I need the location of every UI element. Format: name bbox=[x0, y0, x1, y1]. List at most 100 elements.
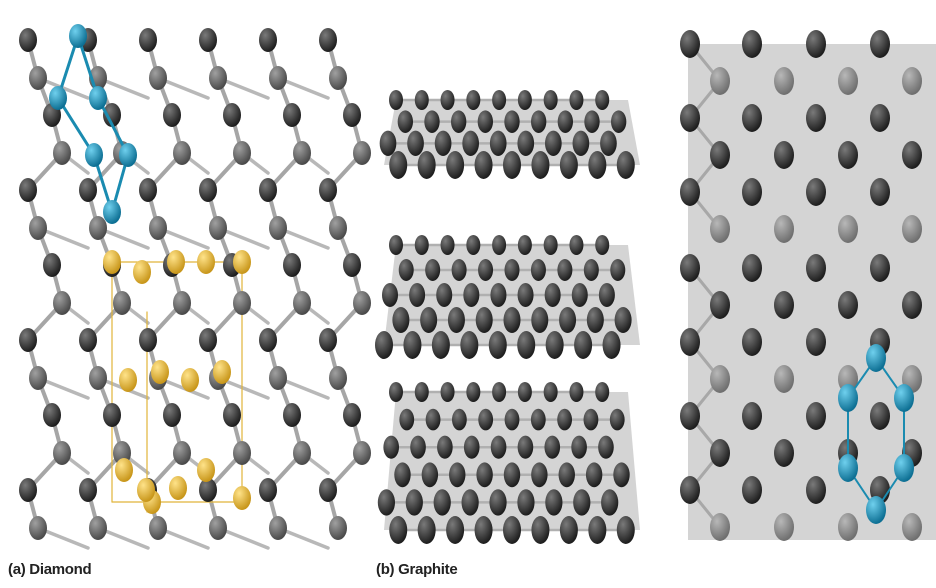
carbon-atom bbox=[595, 90, 610, 110]
carbon-atom bbox=[29, 366, 47, 390]
carbon-atom bbox=[397, 110, 414, 133]
carbon-atom bbox=[29, 216, 47, 240]
carbon-atom bbox=[680, 254, 700, 282]
carbon-atom bbox=[571, 283, 588, 307]
carbon-atom bbox=[490, 435, 507, 459]
carbon-atom bbox=[588, 151, 607, 179]
carbon-atom bbox=[557, 259, 573, 281]
carbon-atom bbox=[609, 408, 625, 431]
carbon-atom bbox=[545, 331, 564, 359]
carbon-atom bbox=[806, 328, 826, 356]
carbon-atom bbox=[223, 103, 241, 127]
carbon-atom bbox=[806, 254, 826, 282]
carbon-atom bbox=[742, 30, 762, 58]
carbon-atom bbox=[69, 24, 87, 48]
carbon-atom bbox=[466, 235, 481, 255]
carbon-atom bbox=[866, 496, 886, 524]
carbon-atom bbox=[199, 328, 217, 352]
carbon-atom bbox=[392, 307, 410, 333]
carbon-atom bbox=[173, 441, 191, 465]
carbon-atom bbox=[574, 331, 593, 359]
carbon-atom bbox=[103, 403, 121, 427]
diamond-structure bbox=[19, 24, 371, 550]
carbon-atom bbox=[399, 408, 415, 431]
carbon-atom bbox=[478, 259, 494, 281]
carbon-atom bbox=[584, 110, 600, 133]
carbon-atom bbox=[19, 178, 37, 202]
carbon-atom bbox=[223, 403, 241, 427]
carbon-atom bbox=[585, 462, 603, 488]
carbon-atom bbox=[503, 462, 521, 488]
carbon-atom bbox=[616, 151, 635, 179]
carbon-atom bbox=[680, 178, 700, 206]
carbon-atom bbox=[293, 291, 311, 315]
carbon-atom bbox=[595, 382, 610, 402]
carbon-atom bbox=[353, 291, 371, 315]
carbon-atom bbox=[710, 67, 730, 95]
carbon-atom bbox=[504, 259, 520, 281]
carbon-atom bbox=[838, 67, 858, 95]
carbon-atom bbox=[680, 30, 700, 58]
carbon-atom bbox=[531, 462, 548, 488]
carbon-atom bbox=[451, 408, 467, 431]
carbon-atom bbox=[451, 259, 467, 281]
carbon-atom bbox=[233, 441, 251, 465]
carbon-atom bbox=[774, 439, 794, 467]
carbon-atom bbox=[209, 516, 227, 540]
carbon-atom bbox=[598, 435, 614, 459]
carbon-atom bbox=[680, 402, 700, 430]
carbon-atom bbox=[611, 110, 627, 133]
carbon-atom bbox=[838, 291, 858, 319]
carbon-atom bbox=[213, 360, 231, 384]
carbon-atom bbox=[414, 235, 429, 255]
carbon-atom bbox=[466, 382, 481, 402]
carbon-atom bbox=[742, 178, 762, 206]
carbon-atom bbox=[85, 143, 103, 167]
carbon-atom bbox=[420, 307, 438, 333]
carbon-atom bbox=[838, 215, 858, 243]
diamond-bonds bbox=[26, 38, 364, 550]
carbon-atom bbox=[119, 143, 137, 167]
carbon-atom bbox=[197, 458, 215, 482]
carbon-atom bbox=[283, 103, 301, 127]
carbon-atom bbox=[167, 250, 185, 274]
carbon-atom bbox=[517, 435, 534, 459]
carbon-atom bbox=[119, 368, 137, 392]
carbon-atom bbox=[838, 141, 858, 169]
carbon-atom bbox=[595, 235, 610, 255]
carbon-atom bbox=[353, 441, 371, 465]
carbon-atom bbox=[389, 235, 403, 255]
carbon-atom bbox=[503, 516, 521, 544]
graphite-layer bbox=[379, 90, 640, 179]
carbon-atom bbox=[379, 130, 397, 156]
carbon-atom bbox=[517, 331, 536, 359]
carbon-atom bbox=[49, 86, 67, 110]
carbon-atom bbox=[437, 435, 453, 459]
carbon-atom bbox=[504, 408, 520, 431]
carbon-atom bbox=[610, 259, 626, 281]
carbon-atom bbox=[233, 141, 251, 165]
carbon-atom bbox=[446, 151, 465, 179]
carbon-atom bbox=[902, 291, 922, 319]
carbon-atom bbox=[389, 516, 408, 544]
carbon-atom bbox=[19, 328, 37, 352]
carbon-atom bbox=[774, 215, 794, 243]
carbon-atom bbox=[398, 259, 414, 281]
graphite-layer-stack bbox=[375, 90, 640, 544]
carbon-atom bbox=[43, 253, 61, 277]
carbon-atom bbox=[233, 250, 251, 274]
carbon-atom bbox=[838, 454, 858, 482]
carbon-atom bbox=[530, 259, 546, 281]
carbon-atom bbox=[838, 384, 858, 412]
carbon-atom bbox=[389, 382, 403, 402]
carbon-atom bbox=[569, 382, 584, 402]
carbon-atom bbox=[545, 489, 563, 516]
carbon-atom bbox=[613, 462, 630, 488]
carbon-atom bbox=[583, 259, 599, 281]
carbon-atom bbox=[902, 513, 922, 541]
carbon-atom bbox=[382, 283, 398, 307]
bond bbox=[56, 96, 96, 157]
carbon-atom bbox=[137, 478, 155, 502]
carbon-atom bbox=[492, 90, 507, 110]
